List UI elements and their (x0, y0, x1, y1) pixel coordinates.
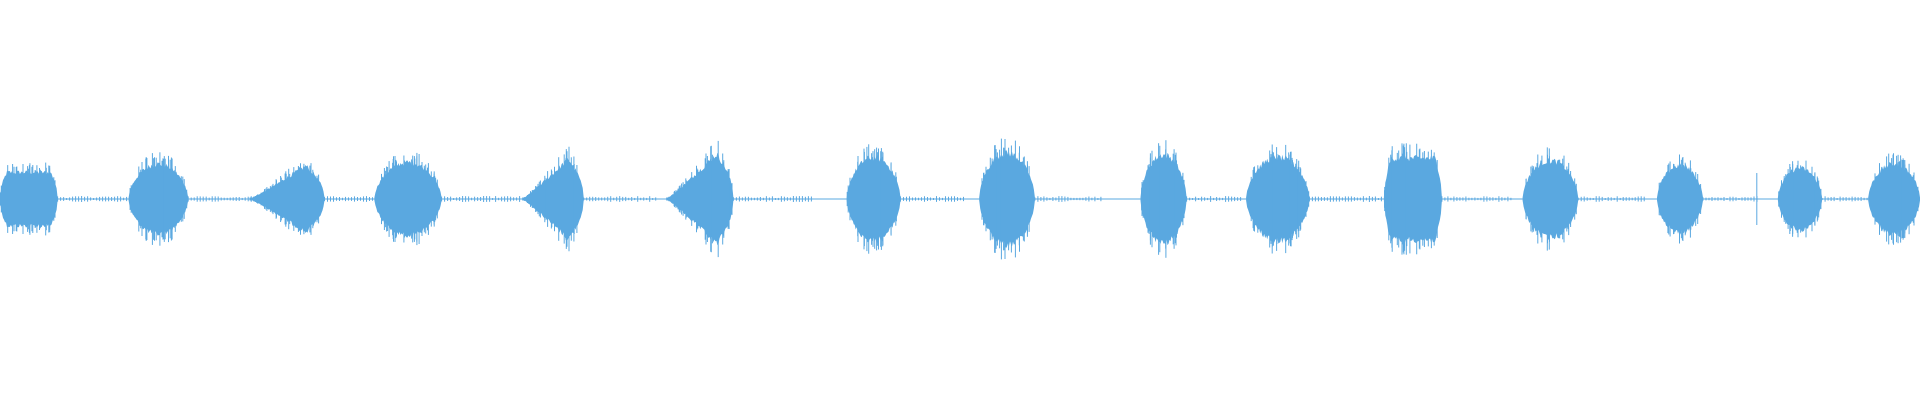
waveform-segments (0, 138, 1920, 260)
waveform-burst-7 (846, 154, 901, 244)
waveform-burst-3 (249, 165, 325, 233)
waveform-burst-11 (1384, 154, 1442, 244)
waveform-burst-2 (128, 162, 189, 236)
waveform-burst-14 (1777, 166, 1823, 232)
waveform-burst-10 (1246, 154, 1310, 244)
waveform-burst-15 (1868, 161, 1920, 237)
waveform-burst-8 (979, 149, 1035, 249)
waveform-burst-9 (1140, 152, 1187, 246)
waveform-burst-5 (522, 158, 584, 240)
waveform-burst-6 (666, 152, 734, 246)
